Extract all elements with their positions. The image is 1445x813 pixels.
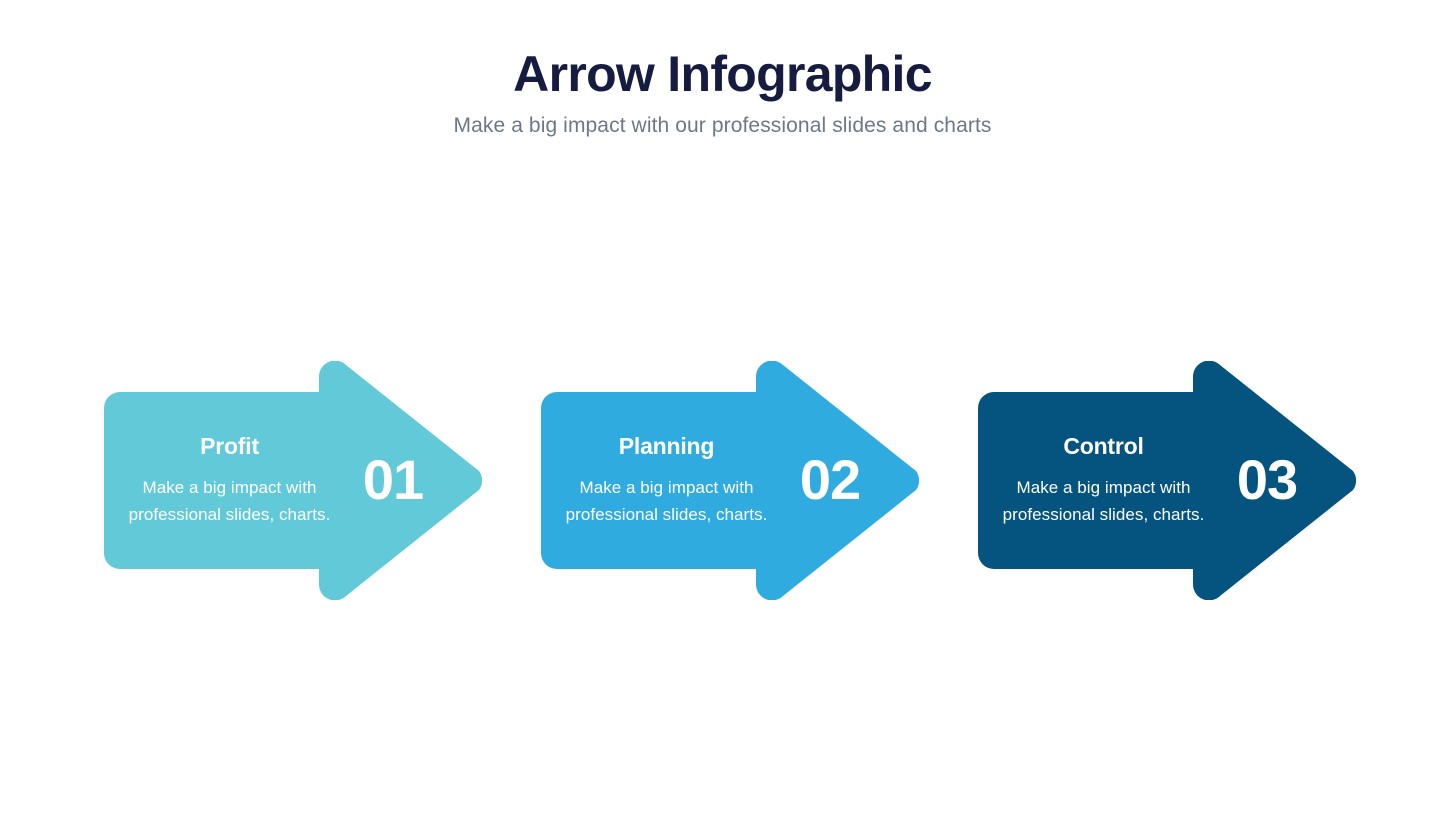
arrow-step-3-description-line2: professional slides, charts.	[1002, 505, 1205, 524]
arrow-step-1-heading: Profit	[200, 433, 259, 459]
arrow-step-1-description: Make a big impact with professional slid…	[129, 474, 331, 528]
arrow-step-2-heading: Planning	[618, 433, 715, 459]
page-subtitle: Make a big impact with our professional …	[453, 114, 992, 137]
arrow-step-1-description-line1: Make a big impact with	[142, 478, 317, 497]
arrow-step-3-description-line1: Make a big impact with	[1016, 478, 1191, 497]
arrow-step-1-text: Profit Make a big impact with profession…	[88, 392, 371, 568]
arrow-step-2-description: Make a big impact with professional slid…	[566, 474, 768, 528]
arrow-step-3-number: 03	[1236, 448, 1298, 511]
arrow-step-2-text: Planning Make a big impact with professi…	[525, 392, 808, 568]
arrow-step-1-description-line2: professional slides, charts.	[128, 505, 331, 524]
arrow-step-2-description-line2: professional slides, charts.	[565, 505, 768, 524]
arrow-step-2-number: 02	[799, 448, 861, 511]
slide-header: Arrow Infographic Make a big impact with…	[0, 44, 1445, 140]
arrow-step-2[interactable]: Planning Make a big impact with professi…	[525, 361, 921, 600]
arrow-step-3-text: Control Make a big impact with professio…	[962, 392, 1245, 568]
arrow-shape-icon	[541, 361, 920, 600]
arrow-step-1[interactable]: Profit Make a big impact with profession…	[88, 361, 484, 600]
page-title: Arrow Infographic	[513, 46, 932, 102]
arrow-step-1-number: 01	[362, 448, 424, 511]
arrow-step-3[interactable]: Control Make a big impact with professio…	[962, 361, 1358, 600]
arrow-shape-icon	[104, 361, 483, 600]
arrow-step-3-description: Make a big impact with professional slid…	[1003, 474, 1205, 528]
arrow-step-2-description-line1: Make a big impact with	[579, 478, 754, 497]
arrow-step-3-heading: Control	[1063, 433, 1144, 459]
arrow-shape-icon	[978, 361, 1357, 600]
